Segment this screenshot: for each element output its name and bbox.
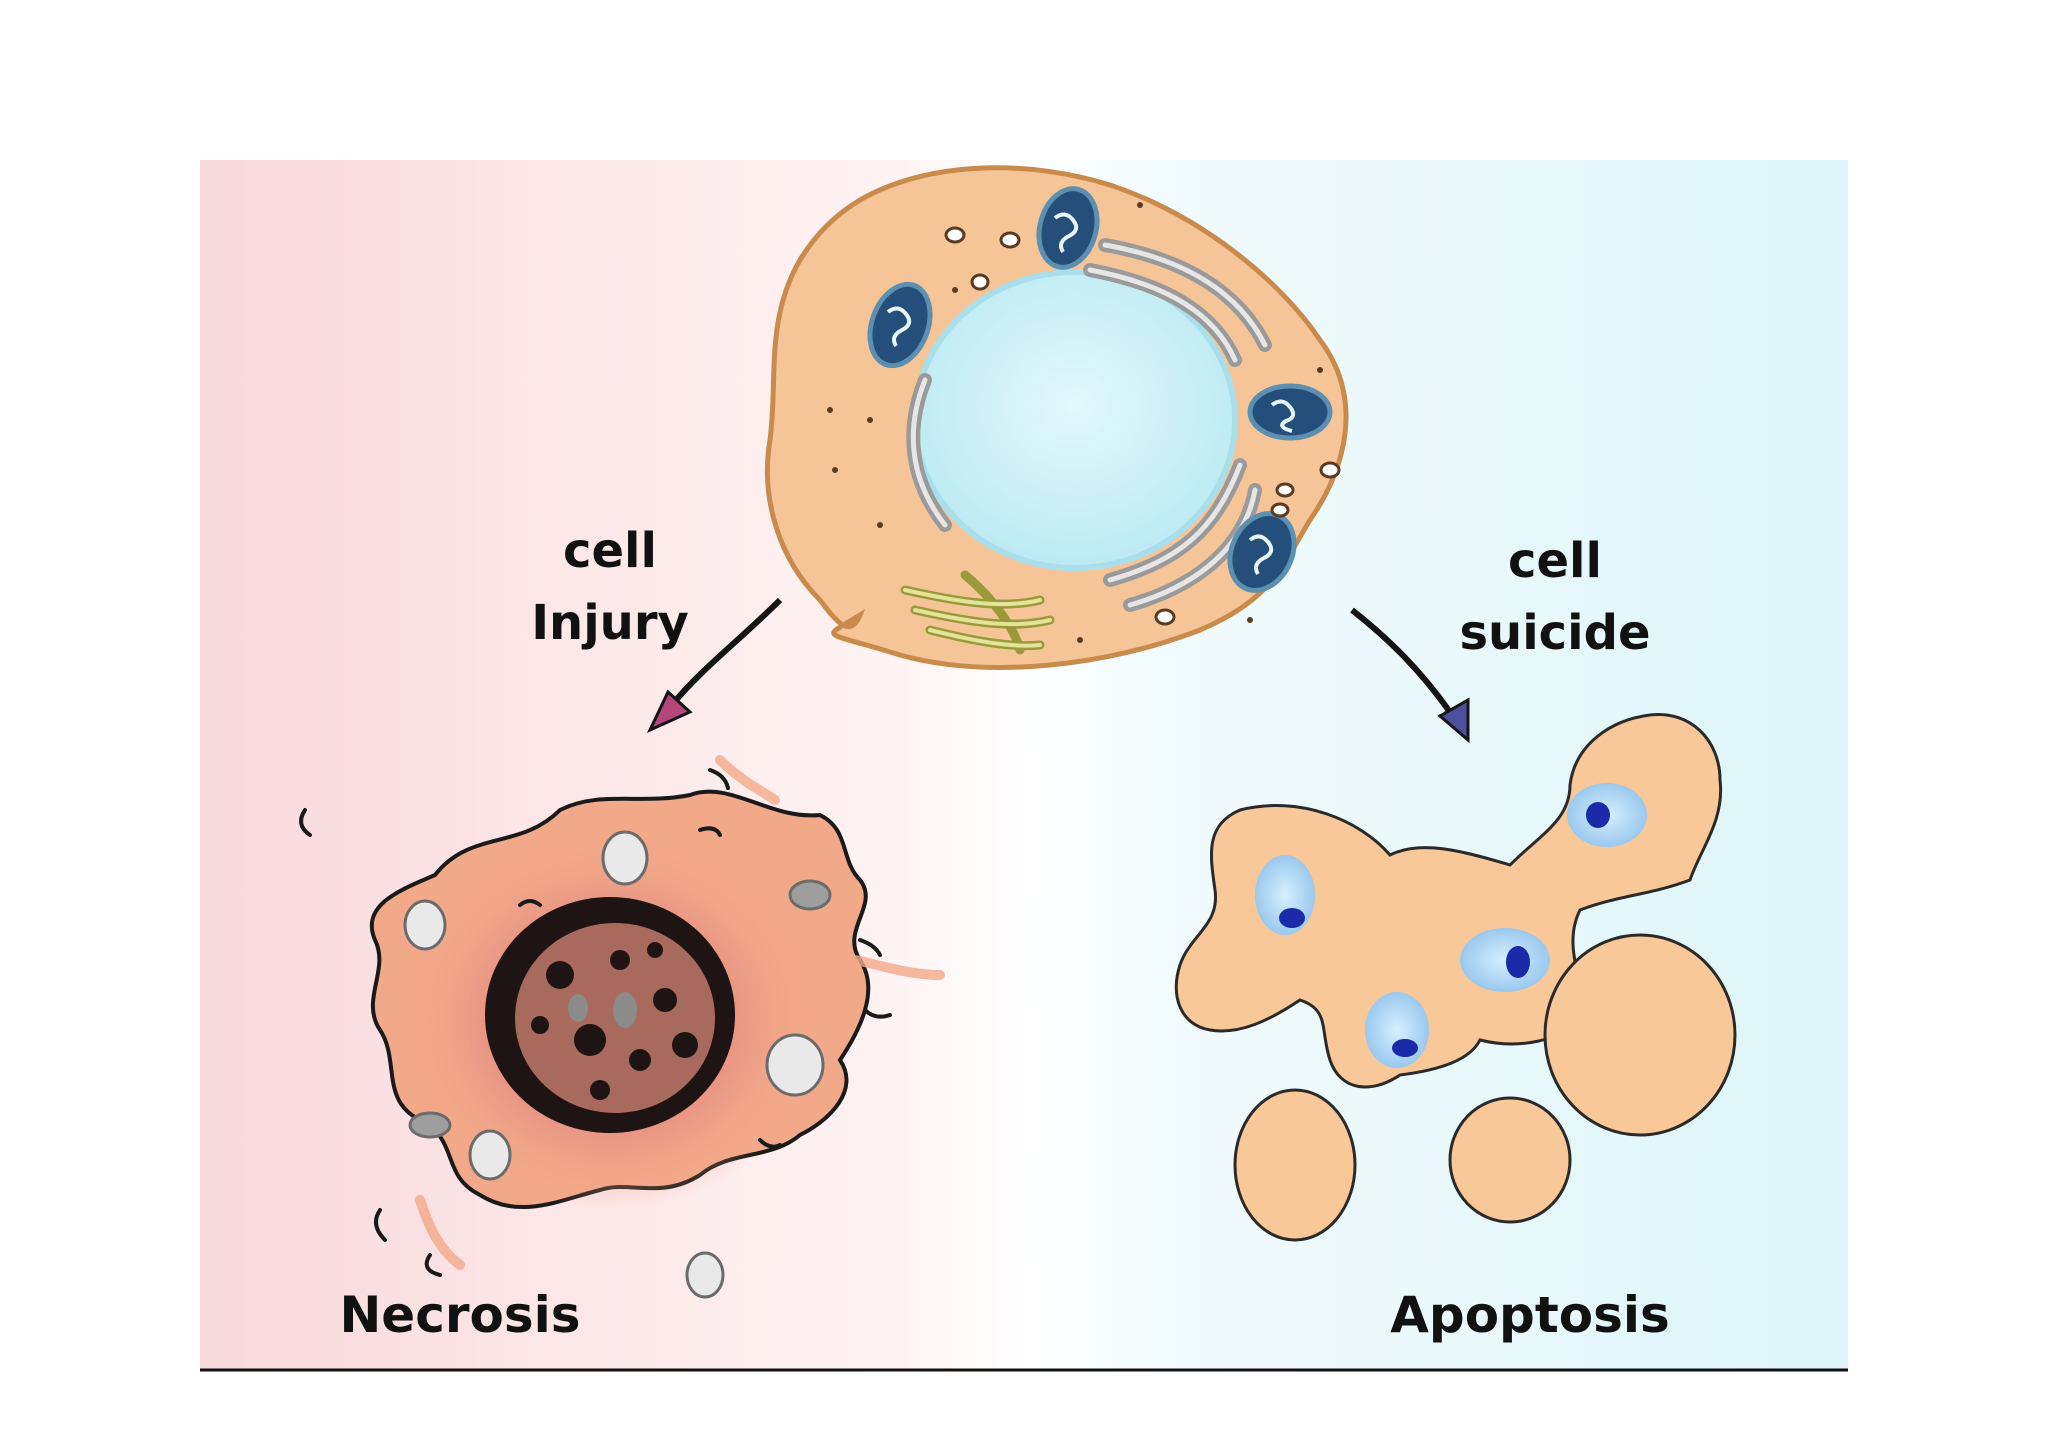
vesicles (944, 226, 1341, 626)
necrotic-cell (299, 755, 945, 1299)
arrow-to-necrosis (646, 597, 783, 734)
normal-cell-nucleus (912, 269, 1238, 571)
apoptotic-nuclei (1255, 783, 1647, 1068)
normal-cell (765, 165, 1349, 670)
label-necrosis: Necrosis (339, 1286, 581, 1344)
mitochondria (867, 186, 1333, 593)
apoptotic-body-right (1543, 933, 1737, 1137)
label-cell-suicide: cell suicide (1430, 525, 1680, 669)
swollen-organelles (403, 830, 832, 1299)
label-cell-injury-line1: cell (563, 523, 657, 579)
label-apoptosis: Apoptosis (1390, 1286, 1670, 1344)
label-cell-injury: cell Injury (500, 515, 720, 659)
apoptotic-body-bottom-left (1233, 1088, 1357, 1242)
membrane-fragments (299, 768, 892, 1277)
arrow-to-apoptosis (1350, 607, 1470, 744)
label-cell-injury-line2: Injury (531, 595, 689, 651)
apoptotic-body-bottom-mid (1448, 1096, 1572, 1224)
label-cell-suicide-line1: cell (1508, 533, 1602, 589)
label-cell-suicide-line2: suicide (1459, 605, 1651, 661)
